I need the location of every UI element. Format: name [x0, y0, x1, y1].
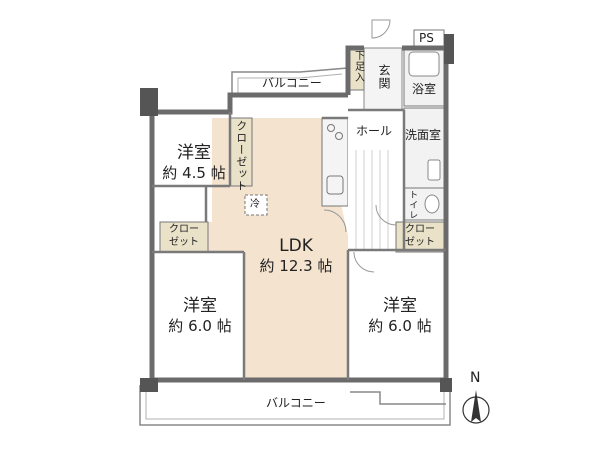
- closet-vertical-label: クローゼット: [234, 120, 248, 192]
- hall-area: [348, 118, 404, 250]
- room-size: 約 12.3 帖: [259, 257, 333, 276]
- interior-walls: [152, 108, 446, 380]
- room-size: 約 6.0 帖: [168, 317, 232, 336]
- room-western-a-label: 洋室 約 4.5 帖: [160, 143, 228, 183]
- closet-right-line1: クロー: [405, 224, 435, 235]
- wall-pillars: [140, 34, 454, 392]
- balcony-bottom-label: バルコニー: [266, 396, 326, 410]
- balcony-bottom: [139, 385, 451, 426]
- closet-left-line2: ゼット: [169, 236, 199, 248]
- room-name: 洋室: [383, 296, 417, 316]
- closet-right-line2: ゼット: [405, 236, 435, 248]
- toilet-label: トイレ: [407, 190, 418, 220]
- shoe-box-label: 下足入: [352, 50, 364, 83]
- ps-label: PS: [419, 31, 434, 45]
- door-swings: [323, 19, 397, 273]
- balcony-step: [350, 391, 446, 405]
- room-name: 洋室: [183, 296, 217, 316]
- room-western-c-label: 洋室 約 6.0 帖: [356, 296, 444, 336]
- closet-left-label: クロー ゼット: [162, 224, 206, 249]
- room-size: 約 4.5 帖: [162, 164, 226, 183]
- room-ldk-label: LDK 約 12.3 帖: [248, 236, 344, 276]
- bath-label: 浴室: [412, 82, 437, 96]
- closet-right-label: クロー ゼット: [398, 224, 442, 249]
- compass-icon: [462, 390, 490, 424]
- closet-left-line1: クロー: [169, 224, 199, 235]
- kitchen-counter: [321, 117, 349, 207]
- sink-icon: [326, 175, 344, 195]
- entrance-label: 玄関: [377, 64, 391, 90]
- wash-basin-icon: [427, 159, 441, 181]
- refrigerator-label: 冷: [250, 199, 260, 210]
- bathtub-icon: [408, 51, 440, 77]
- room-name: 洋室: [177, 143, 211, 163]
- washroom-label: 洗面室: [405, 128, 442, 142]
- hall-label: ホール: [356, 124, 393, 138]
- balcony-top-label: バルコニー: [262, 76, 322, 90]
- refrigerator-box: [244, 194, 268, 216]
- room-name: LDK: [279, 236, 313, 256]
- stove-icon: [327, 124, 343, 140]
- toilet-icon: [424, 194, 440, 214]
- closet-left: [159, 221, 209, 253]
- north-label: N: [470, 370, 481, 386]
- north-compass: N: [456, 370, 496, 430]
- room-western-b-label: 洋室 約 6.0 帖: [158, 296, 242, 336]
- room-size: 約 6.0 帖: [368, 317, 432, 336]
